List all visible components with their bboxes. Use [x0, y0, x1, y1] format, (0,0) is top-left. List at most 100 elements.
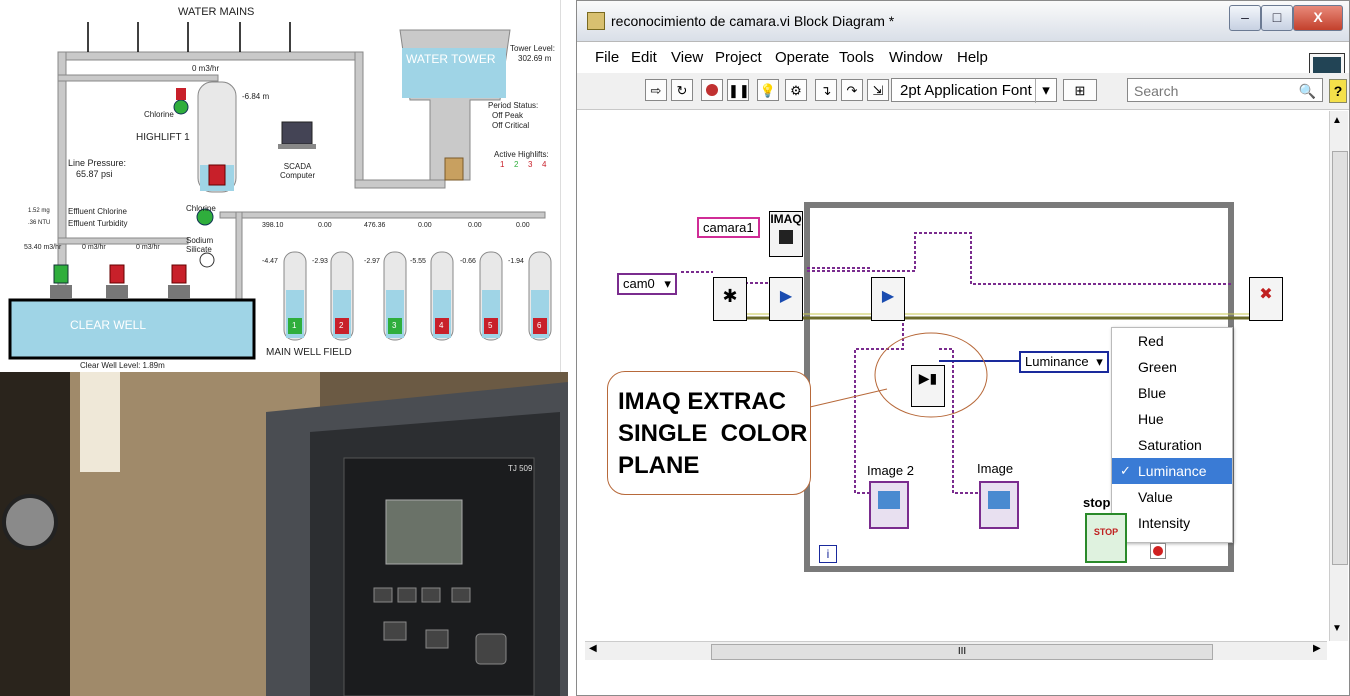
menu-edit[interactable]: Edit	[631, 49, 657, 66]
highlight-execution-icon[interactable]: 💡	[757, 79, 779, 101]
scroll-up-icon[interactable]: ▲	[1332, 115, 1342, 126]
cam-control[interactable]: cam0 ▾	[617, 273, 677, 295]
period-status-peak: Off Peak	[492, 111, 523, 120]
well-number-4: 4	[439, 321, 444, 330]
well-flow-6: 0.00	[516, 222, 530, 229]
search-placeholder: Search	[1134, 83, 1179, 99]
search-input[interactable]: Search 🔍	[1127, 78, 1323, 102]
chlorine-top-label: Chlorine	[144, 110, 174, 119]
image-indicator[interactable]	[979, 481, 1019, 529]
vertical-scrollbar[interactable]: ▲ ▼	[1329, 111, 1348, 641]
control-panel-photo: TJ 509	[0, 372, 568, 696]
menu-bar: File Edit View Project Operate Tools Win…	[577, 43, 1349, 95]
imaq-configure-node[interactable]: ▶	[769, 277, 803, 321]
imaq-grab-node[interactable]: ▶	[871, 277, 905, 321]
dropdown-item-hue[interactable]: Hue	[1112, 406, 1232, 432]
retain-wire-values-icon[interactable]: ⚙	[785, 79, 807, 101]
well-flow-2: 0.00	[318, 222, 332, 229]
dropdown-item-saturation[interactable]: Saturation	[1112, 432, 1232, 458]
toolbar: ⇨ ↻ ❚❚ 💡 ⚙ ↴ ↷ ⇲ 2pt Application Font ▾ …	[577, 73, 1349, 110]
scroll-down-icon[interactable]: ▼	[1332, 623, 1342, 634]
highlift-pipe	[57, 74, 219, 82]
context-help-icon[interactable]: ?	[1329, 79, 1347, 103]
main-well-field-label: MAIN WELL FIELD	[266, 347, 352, 358]
pause-icon[interactable]: ❚❚	[727, 79, 750, 101]
block-diagram-canvas[interactable]: camara1 IMAQ cam0 ▾ ✱ ▶ ▶ ✖ ▶▮ Luminance…	[585, 113, 1327, 639]
step-into-icon[interactable]: ↴	[815, 79, 837, 101]
menu-project[interactable]: Project	[715, 49, 762, 66]
stop-button-terminal[interactable]: STOP	[1085, 513, 1127, 563]
search-icon[interactable]: 🔍	[1298, 83, 1316, 99]
font-selector[interactable]: 2pt Application Font ▾	[891, 78, 1057, 103]
close-session-icon: ✖	[1259, 286, 1273, 303]
well-level-2: -2.93	[312, 258, 328, 265]
menu-operate[interactable]: Operate	[775, 49, 830, 66]
extract-color-plane-node[interactable]: ▶▮	[911, 365, 945, 407]
highlift-label: HIGHLIFT 1	[136, 132, 190, 143]
scada-svg	[8, 22, 552, 360]
scroll-left-icon[interactable]: ◀	[589, 643, 597, 654]
dropdown-item-blue[interactable]: Blue	[1112, 380, 1232, 406]
dropdown-item-intensity[interactable]: Intensity	[1112, 510, 1232, 536]
imaq-create-node[interactable]: ✱	[713, 277, 747, 321]
menu-tools[interactable]: Tools	[839, 49, 875, 66]
dropdown-item-value[interactable]: Value	[1112, 484, 1232, 510]
labview-app-icon	[587, 12, 605, 30]
callout-text: IMAQ EXTRAC SINGLE COLOR PLANE	[618, 388, 808, 479]
step-over-icon[interactable]: ↷	[841, 79, 863, 101]
well-field-pipe	[219, 211, 546, 219]
dropdown-item-red[interactable]: Red	[1112, 328, 1232, 354]
well-flow-3: 476.36	[364, 222, 386, 229]
water-main-pipe	[57, 51, 364, 61]
image2-label: Image 2	[867, 463, 914, 478]
maximize-button[interactable]: □	[1261, 5, 1293, 31]
highlift-number-4: 4	[542, 160, 547, 169]
water-mains-label: WATER MAINS	[178, 6, 255, 18]
image-display-icon	[878, 491, 900, 509]
menu-view[interactable]: View	[671, 49, 704, 66]
run-arrow-icon[interactable]: ⇨	[645, 79, 667, 101]
vertical-scroll-thumb[interactable]	[1332, 151, 1348, 565]
highlift-level: -6.84 m	[242, 92, 270, 101]
image2-indicator[interactable]	[869, 481, 909, 529]
well-level-6: -1.94	[508, 258, 524, 265]
dropdown-item-luminance[interactable]: ✓Luminance	[1112, 458, 1232, 484]
dropdown-item-label: Intensity	[1138, 515, 1191, 531]
well-level-1: -4.47	[262, 258, 278, 265]
close-button[interactable]: X	[1293, 5, 1343, 31]
menu-file[interactable]: File	[595, 49, 620, 66]
abort-icon[interactable]	[701, 79, 723, 101]
effluent-turbidity-value: .36 NTU	[28, 220, 51, 226]
tower-level-label: Tower Level:	[510, 44, 555, 53]
dropdown-item-label: Blue	[1138, 385, 1167, 401]
main-outlets	[87, 22, 291, 52]
imaq-init-node[interactable]: IMAQ	[769, 211, 803, 257]
color-plane-dropdown[interactable]: Red Green Blue Hue Saturation ✓Luminance…	[1111, 327, 1233, 543]
imaq-close-node[interactable]: ✖	[1249, 277, 1283, 321]
menu-help[interactable]: Help	[957, 49, 988, 66]
keyboard-icon	[278, 144, 316, 149]
step-out-icon[interactable]: ⇲	[867, 79, 889, 101]
chlorine-top-tank	[176, 88, 186, 100]
stop-button-text: STOP	[1093, 527, 1119, 537]
well-level-3: -2.97	[364, 258, 380, 265]
window-title: reconocimiento de camara.vi Block Diagra…	[611, 13, 895, 29]
color-plane-enum[interactable]: Luminance ▾	[1019, 351, 1109, 373]
scada-water-diagram: WATER MAINS WATER TOWER Tower Level: 302…	[0, 0, 561, 372]
scroll-right-icon[interactable]: ▶	[1313, 643, 1321, 654]
run-continuously-icon[interactable]: ↻	[671, 79, 693, 101]
clear-well-pumps	[50, 264, 190, 299]
loop-iteration-terminal[interactable]: i	[819, 545, 837, 563]
well-level-5: -0.66	[460, 258, 476, 265]
horizontal-scrollbar[interactable]: ◀ III ▶	[585, 641, 1327, 660]
stop-condition-terminal[interactable]	[1150, 543, 1166, 559]
horizontal-scroll-thumb[interactable]: III	[711, 644, 1213, 660]
session-wire-top	[807, 232, 1231, 285]
color-plane-enum-value: Luminance	[1025, 354, 1089, 369]
chevron-down-icon: ▾	[1035, 79, 1056, 103]
minimize-button[interactable]: –	[1229, 5, 1261, 31]
dropdown-item-green[interactable]: Green	[1112, 354, 1232, 380]
water-tower-label: WATER TOWER	[406, 52, 496, 66]
align-objects-icon[interactable]: ⊞	[1063, 79, 1097, 101]
menu-window[interactable]: Window	[889, 49, 943, 66]
